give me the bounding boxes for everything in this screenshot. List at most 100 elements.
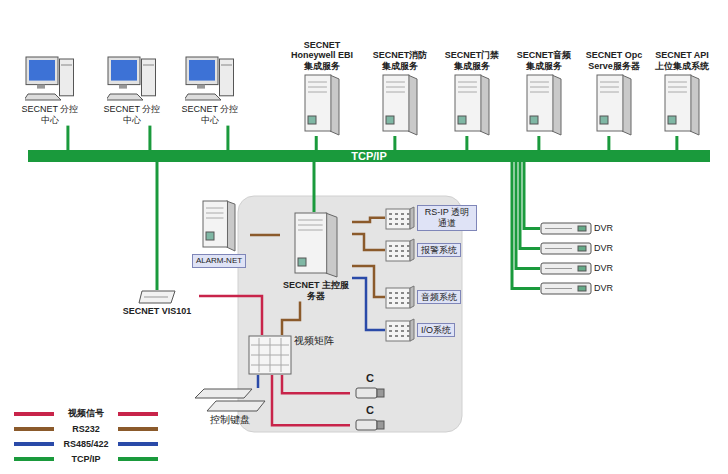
signal-connector (675, 136, 678, 150)
dev-icon (385, 318, 415, 342)
srv-icon (664, 74, 700, 136)
signal-connector (537, 136, 540, 150)
pc-icon (107, 56, 157, 102)
srv-icon (526, 74, 562, 136)
dev-icon (385, 206, 415, 230)
node-label: SECNET 主控服务器 (280, 280, 352, 302)
node-label: SECNET VIS101 (123, 306, 192, 317)
legend-row: RS485/422 (14, 436, 158, 451)
dev-node: RS-IP 透明通道 (385, 205, 477, 231)
signal-connector (282, 375, 350, 393)
legend-row: RS232 (14, 421, 158, 436)
legend-line (118, 412, 158, 416)
node-label: 报警系统 (417, 243, 461, 258)
network-bus: TCP/IP (28, 150, 710, 162)
legend-row: TCP/IP (14, 451, 158, 466)
node-label: DVR (594, 243, 613, 254)
kb-node: 控制键盘 (190, 388, 270, 426)
legend-line (118, 427, 158, 431)
srv-icon (382, 74, 418, 136)
node-label: SECNET Honeywell EBI 集成服务 (286, 40, 358, 72)
signal-connector (465, 136, 468, 150)
dev-icon (385, 238, 415, 262)
signal-connector (315, 136, 318, 150)
signal-connector (607, 136, 610, 150)
dvr-icon (540, 282, 592, 295)
dev-node: 报警系统 (385, 238, 477, 262)
signal-connector (226, 126, 229, 150)
cam-icon (355, 419, 385, 431)
signal-connector (516, 162, 540, 269)
dvr-node: DVR (540, 262, 632, 275)
pc-icon (185, 56, 235, 102)
pc-node: SECNET 分控中心 (18, 56, 82, 126)
node-label: DVR (594, 263, 613, 274)
signal-connector (512, 162, 540, 289)
signal-connector (257, 375, 260, 388)
vis-icon (138, 290, 176, 304)
srv-node: SECNET门禁 集成服务 (440, 4, 504, 136)
legend-text: RS485/422 (54, 439, 118, 449)
signal-connector (352, 218, 385, 222)
srv-icon (304, 74, 340, 136)
node-label: 控制键盘 (210, 414, 250, 426)
cam-node: C (350, 404, 390, 431)
connector-group (68, 126, 677, 426)
srv-icon (202, 200, 236, 252)
node-label: DVR (594, 283, 613, 294)
kb-icon (194, 388, 266, 412)
srv-icon (596, 74, 632, 136)
node-label: 音频系统 (417, 290, 461, 305)
signal-connector (148, 126, 151, 150)
srv-icon (454, 74, 490, 136)
node-label: SECNET 分控中心 (18, 104, 82, 126)
signal-connector (66, 126, 69, 150)
dvr-icon (540, 242, 592, 255)
dvr-node: DVR (540, 282, 632, 295)
legend-row: 视频信号 (14, 406, 158, 421)
node-label: I/O系统 (417, 323, 455, 338)
node-label: SECNET API 上位集成系统 (650, 50, 714, 72)
srv-node: SECNET 主控服务器 (280, 212, 352, 302)
dvr-icon (540, 262, 592, 275)
legend: 视频信号 RS232RS485/422TCP/IP (14, 406, 158, 466)
signal-connector (352, 266, 385, 297)
legend-text: RS232 (54, 424, 118, 434)
signal-connector (313, 162, 316, 212)
mat-node: 视频矩阵 (248, 335, 352, 375)
node-label: SECNET消防 集成服务 (368, 50, 432, 72)
pc-node: SECNET 分控中心 (100, 56, 164, 126)
srv-node: SECNET Opc Serve服务器 (582, 4, 646, 136)
signal-connector (520, 162, 540, 249)
srv-node: SECNET音频 集成服务 (512, 4, 576, 136)
node-label: C (366, 404, 374, 417)
dvr-icon (540, 222, 592, 235)
legend-swatch (14, 412, 54, 416)
legend-swatch (14, 427, 54, 431)
pc-icon (25, 56, 75, 102)
node-label: RS-IP 透明通道 (417, 205, 477, 231)
node-label: 视频矩阵 (294, 335, 334, 347)
cam-icon (355, 387, 385, 399)
vis-node: SECNET VIS101 (115, 290, 199, 317)
legend-swatch (14, 457, 54, 461)
signal-connector (272, 375, 350, 425)
mat-icon (248, 335, 292, 375)
node-label: ALARM-NET (192, 254, 246, 268)
bus-label: TCP/IP (351, 150, 386, 162)
signal-connector (524, 162, 540, 229)
signal-connector (156, 162, 159, 290)
legend-line (118, 442, 158, 446)
node-label: SECNET 分控中心 (100, 104, 164, 126)
signal-connector (282, 302, 300, 335)
cam-node: C (350, 372, 390, 399)
dev-node: 音频系统 (385, 285, 477, 309)
node-label: SECNET门禁 集成服务 (440, 50, 504, 72)
node-label: SECNET Opc Serve服务器 (582, 50, 646, 72)
dvr-node: DVR (540, 242, 632, 255)
signal-connector (352, 278, 385, 330)
signal-connector (199, 296, 262, 335)
signal-connector (352, 234, 385, 250)
